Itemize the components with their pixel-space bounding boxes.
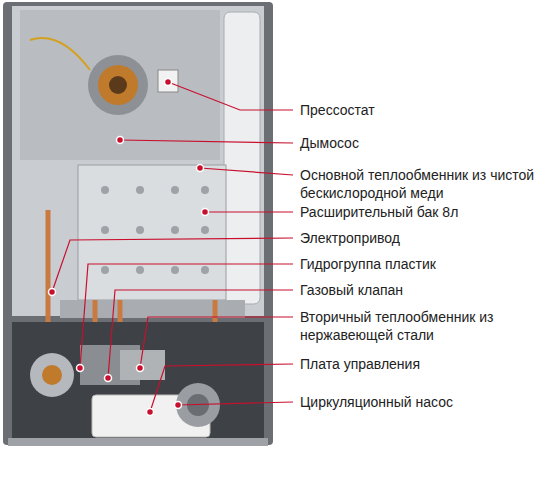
heat-exchanger (78, 165, 226, 300)
part-label: Газовый клапан (300, 281, 556, 299)
part-label: Основной теплообменник из чистой бескисл… (300, 166, 556, 202)
part-label: Вторичный теплообменник из нержавеющей с… (300, 308, 556, 344)
wire (30, 38, 90, 70)
leader-dots (49, 79, 209, 416)
part-label: Прессостат (300, 101, 556, 119)
part-label: Циркуляционный насос (300, 393, 556, 411)
part-label: Гидрогруппа пластик (300, 255, 556, 273)
pressure-switch (158, 70, 178, 92)
part-label: Дымосос (300, 134, 556, 152)
motor-drive (30, 353, 74, 397)
panel-holes (101, 186, 209, 274)
leader-lines (52, 82, 293, 412)
fan-motor (98, 65, 138, 105)
fan-core (109, 76, 127, 94)
motor-coil (42, 365, 62, 385)
lower-chamber (12, 322, 264, 440)
part-label: Расширительный бак 8л (300, 203, 556, 221)
expansion-tank (224, 12, 260, 304)
part-label: Электропривод (300, 229, 556, 247)
part-label: Плата управления (300, 355, 556, 373)
hood (20, 10, 220, 160)
housing (3, 2, 273, 445)
fan-housing (88, 55, 148, 115)
bottom-plate (8, 438, 268, 446)
